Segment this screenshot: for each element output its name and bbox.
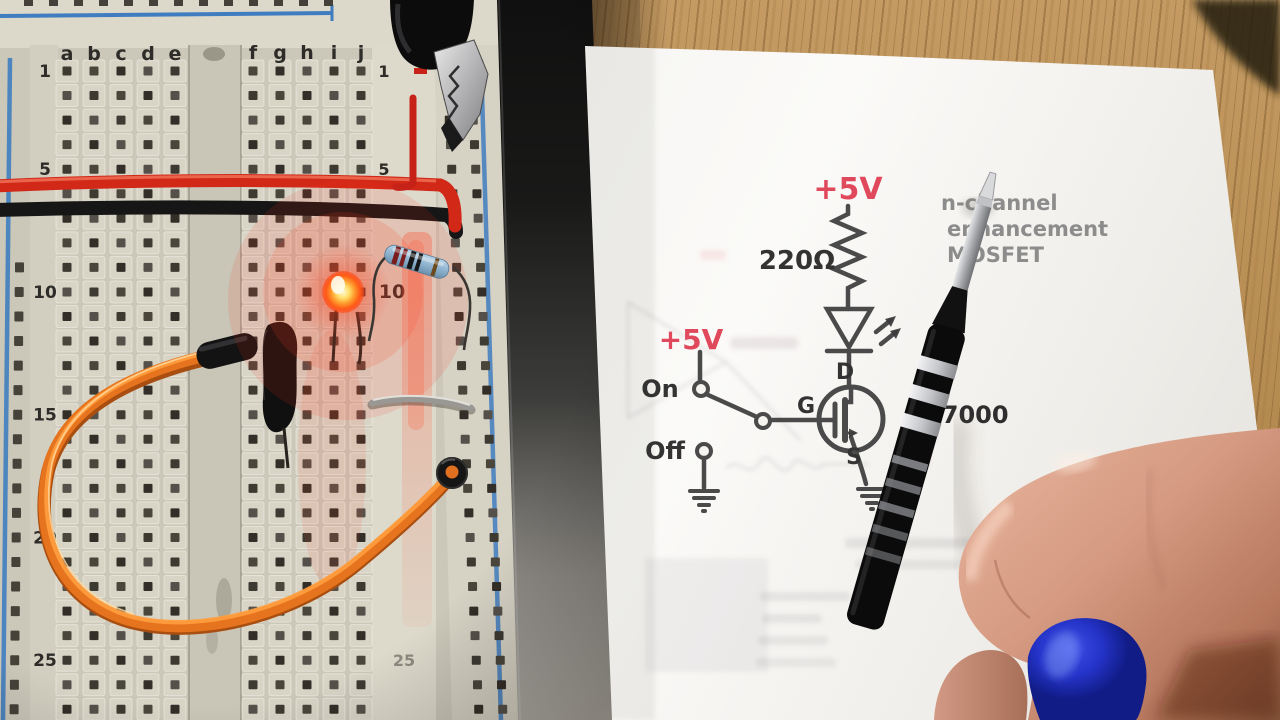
- resistor-value-label: 220Ω: [759, 246, 835, 276]
- screwdriver-ferrule: [932, 286, 968, 334]
- handle-rings: [864, 355, 958, 565]
- ghost-marks: [626, 250, 1005, 672]
- switch-pole-contact: [754, 412, 772, 430]
- supply-label-top: +5V: [813, 172, 883, 207]
- corner-shadow: [1192, 0, 1280, 96]
- led-symbol-triangle: [823, 306, 875, 352]
- switch-arm: [703, 391, 760, 420]
- supply-label-switch: +5V: [659, 323, 724, 356]
- second-finger: [934, 650, 1028, 720]
- mosfet-body-arrow: [849, 428, 858, 438]
- skin-crease: [993, 559, 1031, 620]
- fingernail-highlight: [1053, 451, 1097, 473]
- led-arrowhead-1: [885, 316, 896, 327]
- switch-on-label: On: [641, 375, 679, 403]
- screwdriver: [847, 171, 997, 630]
- breadboard: abcdefghij1510152025151025: [0, 0, 640, 720]
- led-arrowhead-2: [890, 328, 901, 339]
- drain-label: D: [836, 360, 854, 385]
- hand-shadow: [1155, 638, 1280, 720]
- source-label: S: [846, 445, 862, 470]
- ground-symbol-left: [688, 489, 720, 513]
- resistor-zigzag: [828, 203, 868, 310]
- screwdriver-shaft: [952, 203, 992, 291]
- circuit-lines: [688, 203, 899, 513]
- switch-off-label: Off: [645, 437, 685, 465]
- ground-symbol-right: [856, 487, 888, 511]
- screwdriver-blade: [978, 171, 997, 201]
- gate-label: G: [797, 394, 815, 419]
- svg-text:n-channel: n-channel: [941, 191, 1058, 215]
